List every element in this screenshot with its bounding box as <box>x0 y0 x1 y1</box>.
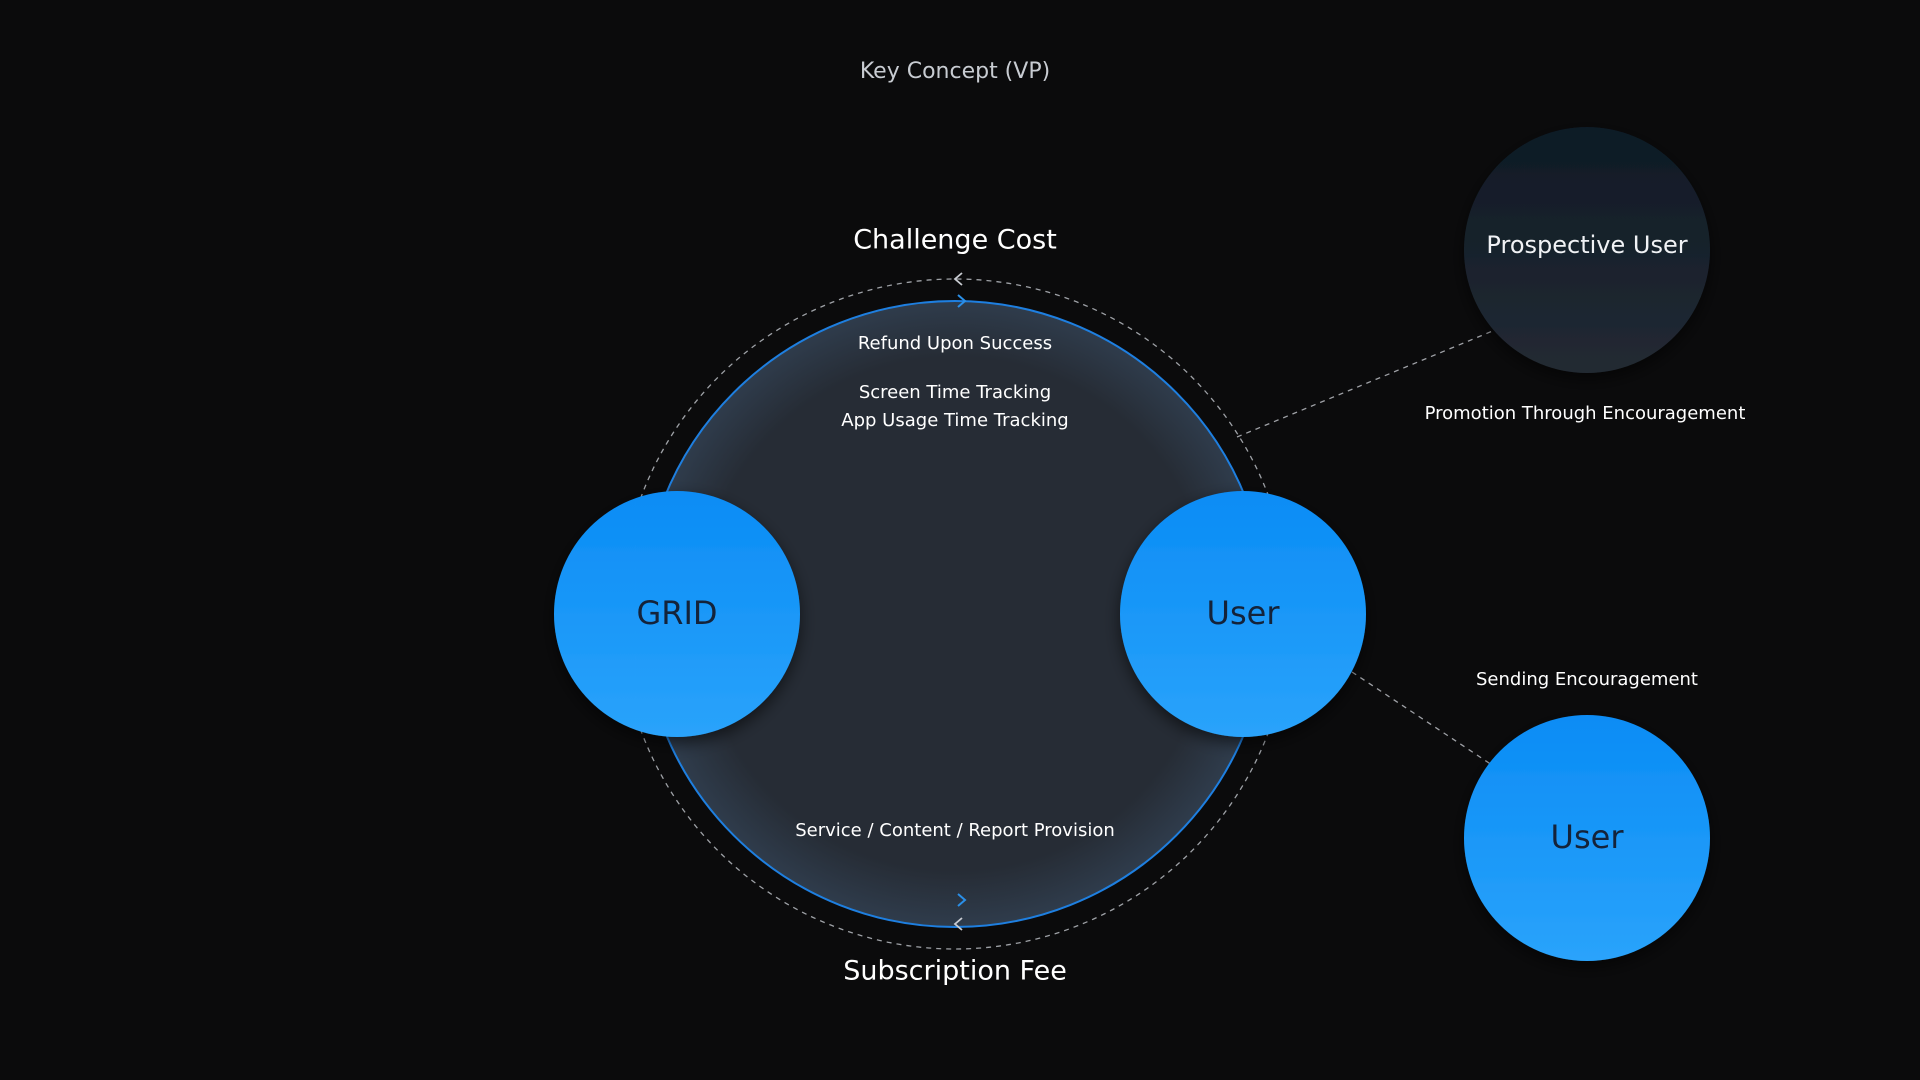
bottom-inner-arrow-icon <box>957 893 967 907</box>
bottom-outer-arrow-icon <box>953 917 963 931</box>
connector-prospective-user <box>1236 329 1496 438</box>
prospective-user-circle <box>1464 127 1710 373</box>
user-node-main-circle <box>1120 491 1366 737</box>
challenge-cost-label: Challenge Cost <box>853 225 1057 256</box>
sending-encouragement-label: Sending Encouragement <box>1476 669 1698 690</box>
user-node-secondary: User <box>1464 715 1710 961</box>
top-inner-arrow-icon <box>957 294 967 308</box>
diagram-title: Key Concept (VP) <box>860 59 1050 84</box>
prospective-user-node: Prospective User <box>1464 127 1710 373</box>
user-node-main: User <box>1120 491 1366 737</box>
user-node-secondary-circle <box>1464 715 1710 961</box>
grid-node: GRID <box>554 491 800 737</box>
grid-node-circle <box>554 491 800 737</box>
refund-label: Refund Upon Success <box>858 333 1052 354</box>
user-node-main-label: User <box>1207 594 1281 632</box>
screen-time-label: Screen Time Tracking <box>859 382 1051 403</box>
user-node-secondary-label: User <box>1551 818 1625 856</box>
app-usage-label: App Usage Time Tracking <box>841 410 1068 431</box>
grid-node-label: GRID <box>636 594 717 632</box>
subscription-fee-label: Subscription Fee <box>843 956 1067 987</box>
connector-secondary-user <box>1351 671 1493 766</box>
promotion-label: Promotion Through Encouragement <box>1425 403 1746 424</box>
prospective-user-label: Prospective User <box>1486 231 1687 259</box>
top-outer-arrow-icon <box>953 272 963 286</box>
service-provision-label: Service / Content / Report Provision <box>795 820 1115 841</box>
